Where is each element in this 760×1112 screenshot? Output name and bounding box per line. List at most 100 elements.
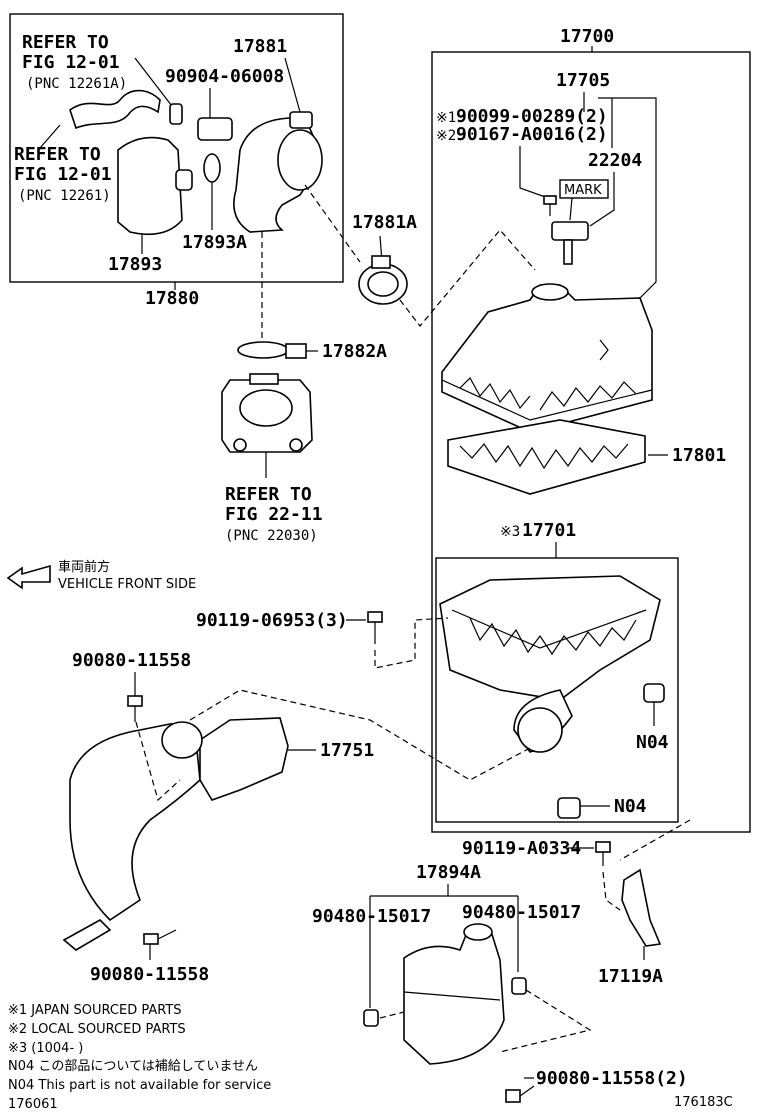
refer-mid-line3: (PNC 12261) (18, 188, 111, 204)
assembly-box-17880 (9, 13, 344, 283)
document-id: 176183C (674, 1095, 733, 1110)
sensor-probe (563, 239, 573, 265)
assembly-box-17701 (435, 557, 679, 823)
cap-ribs-left (459, 377, 531, 410)
intake-duct-mouth (161, 721, 203, 759)
intake-hose-mouth (277, 129, 323, 191)
refer-top-line1: REFER TO (22, 32, 109, 53)
mass-air-flow-sensor (551, 221, 589, 241)
mark-1: ※1 (436, 110, 456, 126)
reservoir-cap (463, 923, 493, 941)
throttle-bore (239, 389, 293, 427)
leader-refer-top (134, 57, 176, 111)
hose-fitting (197, 117, 233, 141)
intake-hose-tab (289, 111, 313, 129)
label-n04-lower: N04 (614, 796, 647, 817)
leader-mark (569, 197, 573, 221)
resonator-17893 (117, 136, 183, 236)
vehicle-front-arrow (6, 564, 51, 590)
label-17705: 17705 (556, 70, 610, 91)
leader-22204 (589, 172, 615, 227)
leader-17705 (598, 97, 657, 299)
air-cleaner-cap (441, 284, 653, 433)
bolt-90080-bottom (143, 933, 159, 945)
cap-ribs-right (539, 381, 637, 411)
note-n04-jp: N04 この部品については補給していません (8, 1059, 258, 1074)
mark-2: ※2 (436, 128, 456, 144)
dash-duct-bolt-top (135, 721, 181, 802)
refer-mid-line1: REFER TO (14, 144, 101, 165)
dash-duct-case (189, 689, 531, 781)
label-17700: 17700 (560, 26, 614, 47)
note-code: 176061 (8, 1097, 58, 1112)
vehicle-front-jp: 車両前方 (58, 559, 110, 575)
case-rim (451, 609, 647, 649)
refer-tb-line3: (PNC 22030) (225, 528, 318, 544)
label-17751: 17751 (320, 740, 374, 761)
label-17881: 17881 (233, 36, 287, 57)
label-17119A: 17119A (598, 966, 663, 987)
dash-box-bracket (619, 819, 691, 861)
note-local-sourced: ※2 LOCAL SOURCED PARTS (8, 1022, 186, 1037)
label-90167-A0016: 90167-A0016(2) (456, 124, 608, 145)
mark-box-text: MARK (564, 183, 602, 198)
dash-bolt-case (374, 617, 449, 669)
bolt-90099 (543, 195, 557, 205)
label-17880: 17880 (145, 288, 199, 309)
dash-hose-clamp (304, 184, 361, 263)
case-inlet-mouth (517, 707, 563, 753)
throttle-bolt-left (233, 438, 247, 452)
label-90119-06953: 90119-06953(3) (196, 610, 348, 631)
note-n04-en: N04 This part is not available for servi… (8, 1078, 271, 1093)
grommet-n04-upper (643, 683, 665, 703)
reservoir-rib (403, 991, 501, 1001)
grommet-n04-lower (557, 797, 581, 819)
cap-rim (441, 379, 653, 421)
refer-tb-line1: REFER TO (225, 484, 312, 505)
label-90904-06008: 90904-06008 (165, 66, 284, 87)
bracket-17119A (621, 868, 662, 947)
clamp-17882A-screw (285, 343, 307, 359)
label-17801: 17801 (672, 445, 726, 466)
label-17701: 17701 (522, 520, 576, 541)
dash-bolt-bracket (602, 871, 621, 911)
clamp-17882A (237, 341, 289, 359)
refer-mid-line2: FIG 12-01 (14, 164, 112, 185)
clamp-17893A (203, 153, 221, 183)
label-90480-15017-a: 90480-15017 (312, 906, 431, 927)
grommet-90480-b (511, 977, 527, 995)
label-90119-A0334: 90119-A0334 (462, 838, 581, 859)
label-90480-15017-b: 90480-15017 (462, 902, 581, 923)
refer-top-line2: FIG 12-01 (22, 52, 120, 73)
clamp-17881A-screw (371, 255, 391, 269)
label-22204: 22204 (588, 150, 642, 171)
intake-duct-17751 (69, 723, 201, 922)
resonator-port (175, 169, 193, 191)
leader-refer-mid (39, 124, 61, 149)
bolt-90080-11558-2-shank (519, 1085, 535, 1097)
bolt-90119-06953 (367, 611, 383, 623)
refer-tb-line2: FIG 22-11 (225, 504, 323, 525)
leader-90099 (519, 146, 549, 199)
cap-logo (599, 339, 609, 361)
bolt-90080-bottom-shank (157, 929, 177, 940)
mark-box (559, 179, 609, 199)
dash-grommet-a (379, 1011, 405, 1019)
leader-17881 (284, 57, 301, 113)
dash-clamp-housing (399, 229, 536, 327)
clamp-17881A-inner (367, 271, 399, 297)
label-17882A: 17882A (322, 341, 387, 362)
throttle-top (249, 373, 279, 385)
breather-hose (69, 89, 161, 130)
label-n04-upper: N04 (636, 732, 669, 753)
label-17893A: 17893A (182, 232, 247, 253)
label-90080-11558-bottom: 90080-11558 (90, 964, 209, 985)
label-17893: 17893 (108, 254, 162, 275)
grommet-90480-a (363, 1009, 379, 1027)
filter-pleats (459, 443, 629, 470)
label-17881A: 17881A (352, 212, 417, 233)
bolt-90119-A0334 (595, 841, 611, 853)
dash-grommet-b (499, 989, 592, 1053)
label-90080-11558-2: 90080-11558(2) (536, 1068, 688, 1089)
